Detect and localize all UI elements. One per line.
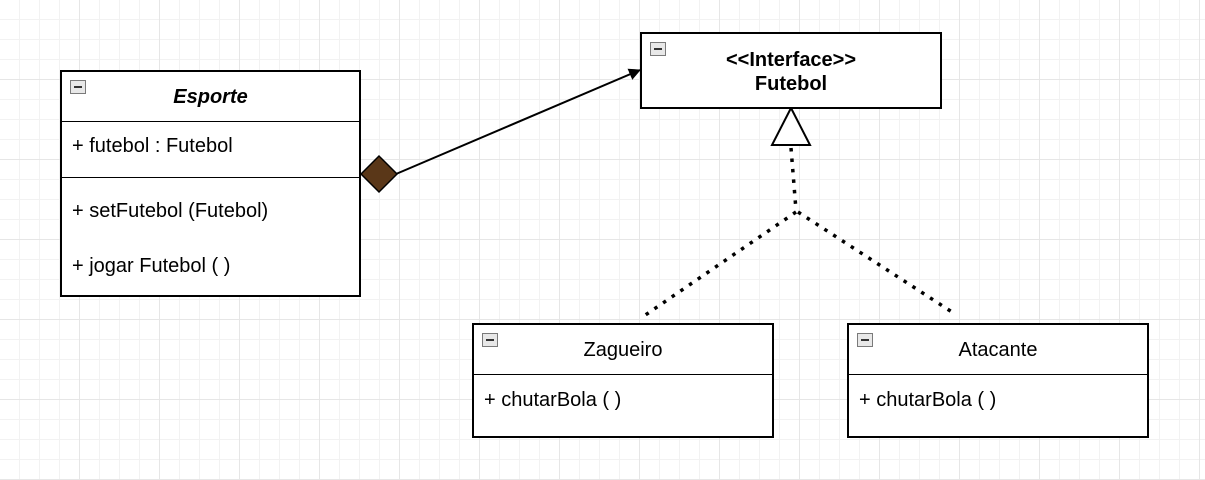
interface-stereotype: <<Interface>> [725, 48, 857, 71]
realization-to-futebol[interactable] [640, 105, 956, 320]
interface-futebol-name: Futebol [754, 72, 828, 95]
interface-futebol-header[interactable]: <<Interface>> Futebol [642, 34, 940, 107]
collapse-icon[interactable] [70, 80, 86, 94]
realization-line-atacante[interactable] [797, 210, 956, 316]
class-atacante-header[interactable]: Atacante [849, 325, 1147, 375]
composition-esporte-futebol[interactable] [359, 68, 641, 194]
class-atacante[interactable]: Atacante + chutarBola ( ) [847, 323, 1149, 438]
class-atacante-methods: + chutarBola ( ) [849, 375, 1147, 412]
class-zagueiro-name: Zagueiro [583, 338, 663, 361]
composition-line[interactable] [395, 68, 641, 175]
collapse-icon[interactable] [650, 42, 666, 56]
composition-diamond[interactable] [359, 154, 399, 194]
realization-trunk-line[interactable] [789, 147, 798, 211]
class-esporte-header[interactable]: Esporte [62, 72, 359, 122]
class-zagueiro[interactable]: Zagueiro + chutarBola ( ) [472, 323, 774, 438]
method-chutarbola[interactable]: + chutarBola ( ) [484, 389, 622, 411]
class-esporte[interactable]: Esporte + futebol : Futebol + setFutebol… [60, 70, 361, 297]
class-esporte-name: Esporte [173, 85, 248, 108]
class-esporte-methods: + setFutebol (Futebol) + jogar Futebol (… [62, 178, 359, 278]
class-zagueiro-header[interactable]: Zagueiro [474, 325, 772, 375]
class-esporte-attributes: + futebol : Futebol [62, 122, 359, 178]
method-jogar-futebol[interactable]: + jogar Futebol ( ) [72, 255, 231, 277]
class-atacante-name: Atacante [958, 338, 1038, 361]
collapse-icon[interactable] [857, 333, 873, 347]
class-zagueiro-methods: + chutarBola ( ) [474, 375, 772, 412]
interface-futebol[interactable]: <<Interface>> Futebol [640, 32, 942, 109]
realization-line-zagueiro[interactable] [640, 210, 797, 320]
method-setfutebol[interactable]: + setFutebol (Futebol) [72, 200, 269, 222]
collapse-icon[interactable] [482, 333, 498, 347]
realization-triangle[interactable] [770, 105, 812, 146]
attribute-futebol[interactable]: + futebol : Futebol [72, 135, 233, 157]
method-chutarbola[interactable]: + chutarBola ( ) [859, 389, 997, 411]
